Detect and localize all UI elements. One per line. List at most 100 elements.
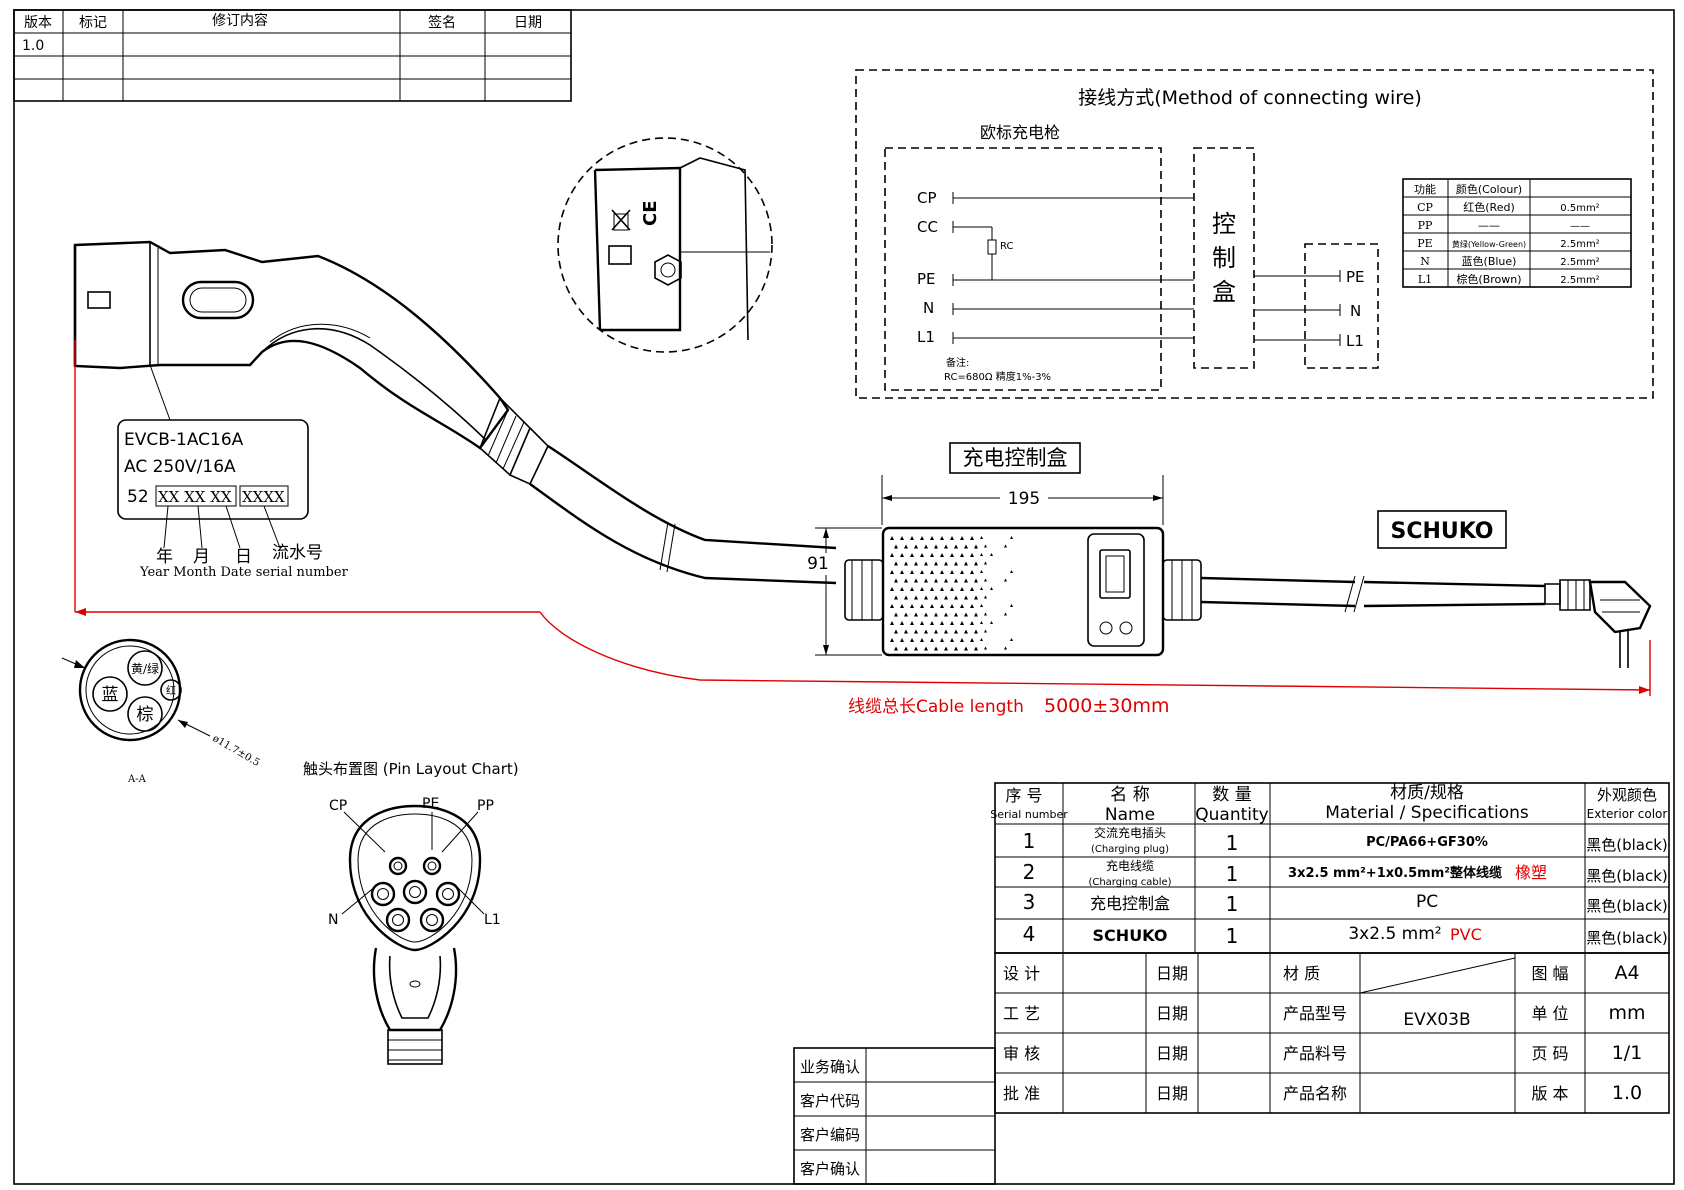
cable-cross-section: 黄/绿 红 蓝 棕 ø11.7±0.5 A-A <box>61 638 262 785</box>
pattern-triangle <box>894 595 898 600</box>
pattern-triangle <box>980 536 983 539</box>
pin-label-l1: L1 <box>484 912 501 928</box>
color-table-colour: 红色(Red) <box>1463 200 1514 214</box>
pattern-triangle <box>894 544 898 549</box>
bom-row-color: 黑色(black) <box>1586 929 1668 947</box>
pattern-triangle <box>890 638 894 642</box>
pattern-triangle <box>964 612 968 617</box>
wiring-note-2: RC=680Ω 精度1%-3% <box>944 370 1051 383</box>
pin-socket <box>426 914 438 926</box>
bom-h-color-cn: 外观颜色 <box>1597 786 1657 804</box>
pattern-triangle <box>900 570 904 574</box>
pattern-triangle <box>894 561 898 566</box>
wiring-plug-box <box>884 147 1162 391</box>
bom-row-material: PC <box>1416 892 1438 912</box>
plate-legend-serial: 流水号 <box>272 543 323 563</box>
bom-row-qty: 1 <box>1226 862 1239 886</box>
bom-row-material-note: PVC <box>1450 925 1482 944</box>
bom-h-name-cn: 名 称 <box>1110 785 1149 805</box>
pattern-triangle <box>924 629 928 634</box>
pattern-triangle <box>920 536 924 540</box>
wiring-output-box <box>1304 243 1379 369</box>
pin-socket <box>388 856 408 876</box>
title-key: 页 码 <box>1531 1044 1568 1063</box>
bom-row-no: 3 <box>1023 890 1036 914</box>
pattern-triangle <box>974 612 978 617</box>
title-key-value: mm <box>1608 1002 1645 1024</box>
plate-legend-day: 日 <box>235 547 252 567</box>
color-table-size: 2.5mm² <box>1560 257 1599 268</box>
control-box-display <box>1099 549 1131 599</box>
pattern-triangle <box>1004 646 1007 650</box>
magnified-detail: CE <box>557 137 773 353</box>
pattern-triangle <box>894 646 898 651</box>
pattern-triangle <box>984 544 987 548</box>
pattern-triangle <box>984 612 987 616</box>
rev-header-version: 版本 <box>24 15 52 31</box>
pattern-triangle <box>930 570 934 574</box>
pattern-triangle <box>900 604 904 608</box>
title-key-value: A4 <box>1614 962 1639 984</box>
pattern-triangle <box>970 621 974 625</box>
pattern-triangle <box>954 646 958 651</box>
plate-serial-code: XXXX <box>242 488 285 506</box>
wiring-pin-l1: L1 <box>917 328 935 346</box>
pattern-triangle <box>964 646 968 651</box>
pin-label-n: N <box>328 912 338 928</box>
pattern-triangle <box>944 612 948 617</box>
plate-legend-en: Year Month Date serial number <box>139 565 349 580</box>
pattern-triangle <box>960 553 964 557</box>
cable-diameter: ø11.7±0.5 <box>211 733 262 769</box>
color-table-colour: —— <box>1478 219 1500 232</box>
pin-face-outline <box>348 804 482 952</box>
pattern-triangle <box>980 570 983 573</box>
pattern-triangle <box>940 570 944 574</box>
bom-row-color: 黑色(black) <box>1586 836 1668 854</box>
bom-row-name-cn: SCHUKO <box>1093 926 1168 945</box>
pattern-triangle <box>980 553 983 556</box>
pattern-triangle <box>890 604 894 608</box>
pattern-triangle <box>950 570 954 574</box>
title-date-label: 日期 <box>1156 1004 1188 1023</box>
title-key: 单 位 <box>1531 1004 1568 1023</box>
section-label: A-A <box>127 774 147 785</box>
bom-h-qty-cn: 数 量 <box>1212 785 1251 805</box>
pattern-triangle <box>940 638 944 642</box>
bom-row-material-note: 橡塑 <box>1515 863 1547 882</box>
bom-table: 序 号 Serial number 名 称 Name 数 量 Quantity … <box>990 782 1670 954</box>
pattern-triangle <box>990 621 993 624</box>
wiring-out-pe: PE <box>1346 268 1365 286</box>
title-date-label: 日期 <box>1156 1084 1188 1103</box>
title-key: 版 本 <box>1531 1084 1568 1103</box>
pattern-triangle <box>1004 612 1007 616</box>
wiring-pin-cp: CP <box>917 189 937 207</box>
pattern-triangle <box>990 553 993 556</box>
pattern-triangle <box>944 595 948 600</box>
customer-field: 客户确认 <box>800 1160 860 1178</box>
pattern-triangle <box>920 621 924 625</box>
pattern-triangle <box>954 612 958 617</box>
title-field-value: EVX03B <box>1403 1010 1470 1030</box>
rev-header-signature: 签名 <box>428 14 456 31</box>
pattern-triangle <box>960 638 964 642</box>
pattern-triangle <box>970 553 974 557</box>
pin-label-pp: PP <box>477 798 494 814</box>
pattern-triangle <box>954 578 958 583</box>
pattern-triangle <box>954 544 958 549</box>
pattern-triangle <box>924 544 928 549</box>
color-table-h-colour: 颜色(Colour) <box>1456 182 1522 196</box>
pattern-triangle <box>904 561 908 566</box>
core-red <box>160 679 182 701</box>
bom-row-qty: 1 <box>1226 892 1239 916</box>
cable-length-label: 线缆总长Cable length <box>848 697 1024 717</box>
title-key-value: 1/1 <box>1612 1042 1643 1064</box>
wiring-diagram: 接线方式(Method of connecting wire) 欧标充电枪 CP… <box>855 69 1654 399</box>
schuko-label: SCHUKO <box>1390 519 1493 544</box>
customer-field: 客户代码 <box>800 1092 860 1110</box>
detail-window <box>608 245 632 265</box>
pattern-triangle <box>950 638 954 642</box>
pattern-triangle <box>900 621 904 625</box>
cert-hexagon-icon <box>654 254 682 286</box>
pattern-triangle <box>924 561 928 566</box>
